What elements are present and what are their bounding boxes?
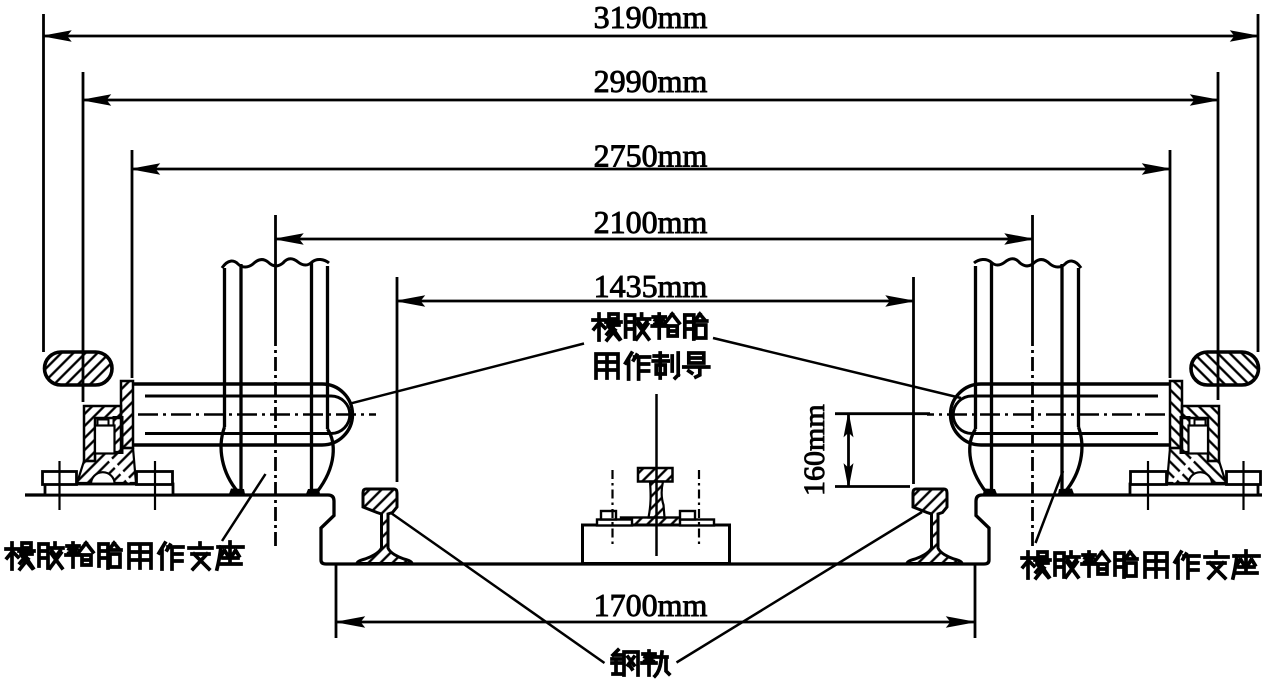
svg-text:2750mm: 2750mm: [594, 138, 708, 174]
svg-text:1700mm: 1700mm: [594, 587, 708, 623]
svg-text:3190mm: 3190mm: [594, 0, 708, 35]
svg-text:1435mm: 1435mm: [594, 268, 708, 304]
svg-text:2100mm: 2100mm: [594, 204, 708, 240]
svg-text:160mm: 160mm: [798, 404, 831, 496]
svg-text:2990mm: 2990mm: [594, 63, 708, 99]
